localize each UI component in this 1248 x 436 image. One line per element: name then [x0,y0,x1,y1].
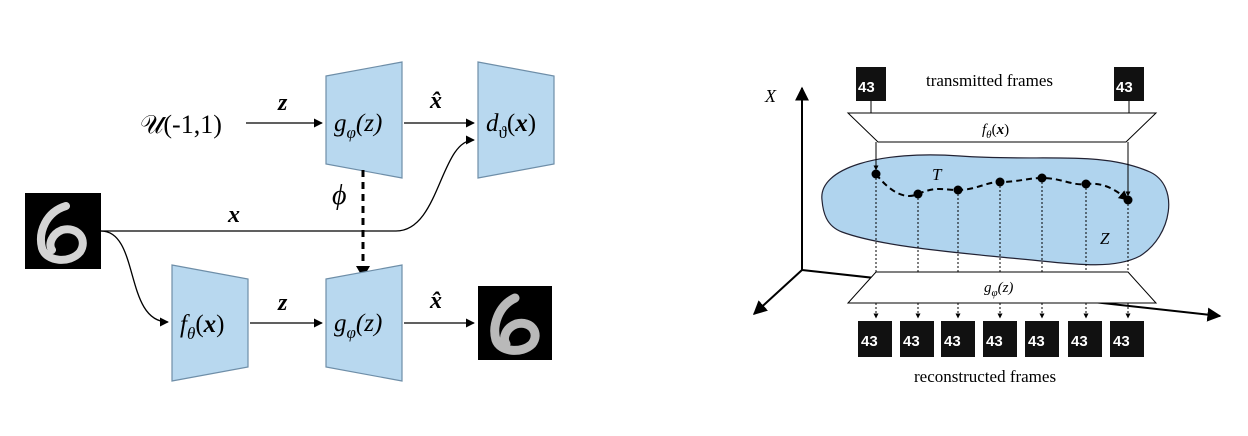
trajectory-points [871,169,1133,205]
latent-space-label: Z [1100,229,1110,248]
generator-top-label: gφ(z) [334,110,382,142]
decode-arrows [873,303,1131,319]
transmitted-frame-right: 43 [1114,67,1144,101]
reconstructed-frame: 43 [1068,321,1102,357]
trajectory-point [1123,195,1133,205]
reconstructed-frames: 43 43 43 43 43 43 43 [858,321,1144,357]
reconstructed-frame: 43 [1110,321,1144,357]
trajectory-point [1081,179,1091,189]
right-encoder-var: x [996,122,1005,138]
generator-top-prefix: g [334,110,347,137]
reconstructed-frame-digits: 43 [861,333,878,350]
right-encoder-prefix: f [982,122,988,138]
trajectory-point [1037,173,1047,183]
trajectory-label: T [932,165,943,184]
trajectory-point [953,185,963,195]
transmitted-frame-left: 43 [856,67,886,101]
encoder-var: x [203,311,217,338]
trajectory-point [871,169,881,179]
reconstructed-frame: 43 [858,321,892,357]
generator-block-top [325,61,403,179]
reconstructed-frame: 43 [941,321,975,357]
reconstructed-frame: 43 [983,321,1017,357]
right-decoder-prefix: g [984,280,992,296]
right-decoder-label: gφ(z) [984,280,1013,299]
x-label: x [227,202,240,228]
reconstructed-frames-label: reconstructed frames [914,367,1056,386]
encoder-band [846,112,1158,143]
right-encoder-label: fθ(x) [982,122,1009,141]
discriminator-block [477,61,555,179]
right-encoder-sub: θ [986,129,992,141]
xhat-label-top: x̂ [429,88,442,114]
arrow-input-to-encoder [100,230,169,327]
discriminator-close: ) [528,110,536,137]
axis-depth [752,269,803,315]
generator-top-sub: φ [347,123,356,142]
encoder-sub: θ [187,324,195,343]
generator-bottom-arg: (z) [356,310,382,337]
input-digit-stroke [37,202,87,264]
encoder-label: fθ(x) [180,311,224,343]
generator-top-arg: (z) [356,110,382,137]
projection-lines [875,178,1129,272]
generator-bottom-label: gφ(z) [334,310,382,342]
arrow-input-to-discriminator [101,135,475,232]
encoder-block [171,264,249,382]
reconstructed-frame-digits: 43 [1113,333,1130,350]
reconstructed-frame-digits: 43 [944,333,961,350]
z-label-bottom: z [277,290,288,316]
encoder-prefix: f [180,311,190,338]
transmitted-frame-left-digits: 43 [858,79,875,96]
right-encoder-close: ) [1004,122,1009,138]
reconstructed-frame: 43 [1025,321,1059,357]
axis-x-label: X [764,86,777,106]
discriminator-var: x [514,110,528,137]
output-digit-stroke [490,293,540,355]
transmitted-frame-right-digits: 43 [1116,79,1133,96]
reconstructed-frame: 43 [900,321,934,357]
trajectory-point [913,189,923,199]
right-decoder-arg: (z) [998,280,1014,296]
reconstructed-frame-digits: 43 [986,333,1003,350]
reconstructed-frame-digits: 43 [1028,333,1045,350]
discriminator-prefix: d [486,110,499,137]
xhat-label-bottom: x̂ [429,288,442,314]
transmitted-frames-label: transmitted frames [926,71,1053,90]
reconstructed-frame-digits: 43 [1071,333,1088,350]
generator-bottom-prefix: g [334,310,347,337]
discriminator-sub: ϑ [499,123,508,142]
encoder-close: ) [216,311,224,338]
decoder-band [846,271,1158,304]
encoder-open: ( [195,311,203,338]
latent-trajectory-diagram: X 43 43 transmitted frames fθ(x) [752,67,1222,386]
generator-block-bottom [325,264,403,382]
discriminator-open: ( [507,110,515,137]
z-label-top: z [277,90,288,116]
generator-bottom-sub: φ [347,323,356,342]
right-encoder-open: ( [992,122,997,138]
phi-label: ϕ [332,180,347,211]
trajectory-point [995,177,1005,187]
reconstructed-frame-digits: 43 [903,333,920,350]
gan-autoencoder-diagram: 𝒰(-1,1) z gφ(z) x̂ dϑ(x) ϕ x fθ [25,61,555,382]
discriminator-label: dϑ(x) [486,110,536,142]
right-decoder-sub: φ [992,287,998,299]
noise-source-label: 𝒰(-1,1) [140,110,222,139]
